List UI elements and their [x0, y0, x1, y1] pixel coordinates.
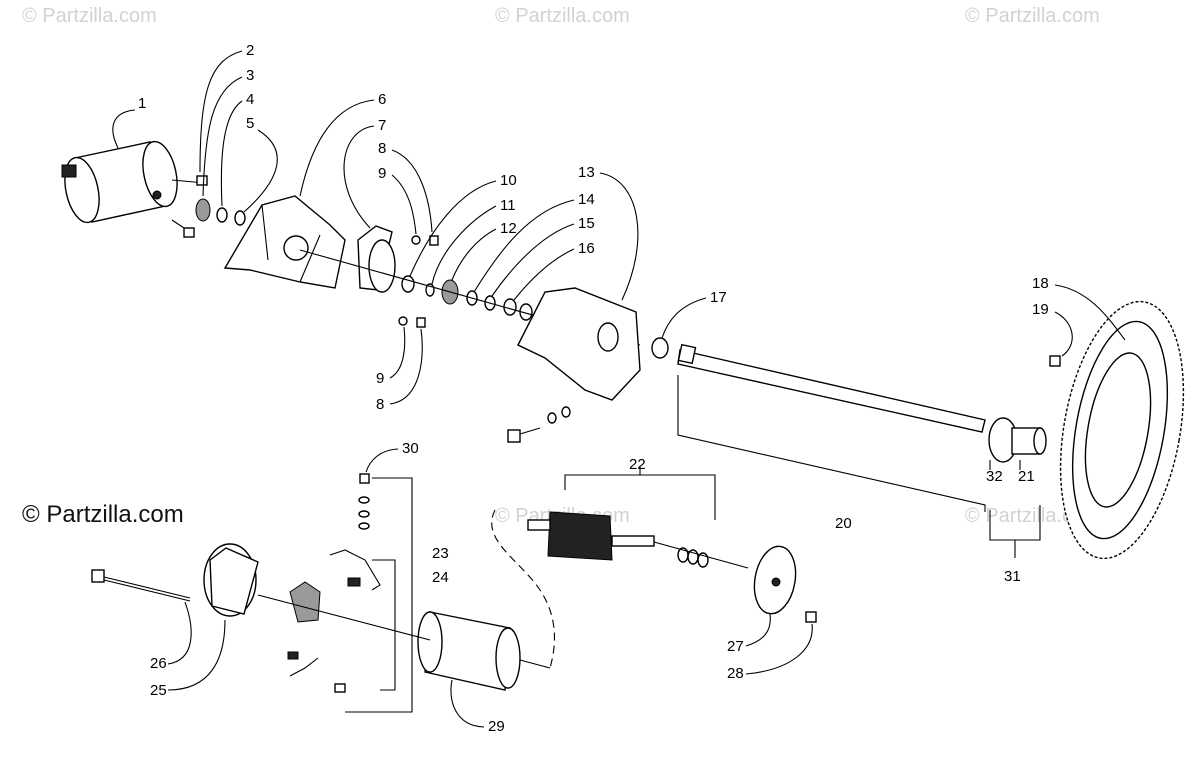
drive-gear[interactable]: [195, 198, 211, 222]
callout-24: 24: [432, 569, 449, 586]
callout-2: 2: [246, 42, 254, 59]
watermark-top-center: © Partzilla.com: [495, 5, 630, 27]
o-ring-5[interactable]: [234, 210, 246, 226]
callout-7: 7: [378, 117, 386, 134]
terminal-washer-3[interactable]: [358, 522, 370, 530]
callout-8a: 8: [378, 140, 386, 157]
callout-11: 11: [500, 197, 516, 214]
gasket-plate[interactable]: [357, 225, 396, 293]
callout-21: 21: [1018, 468, 1035, 485]
callout-20: 20: [835, 515, 852, 532]
callout-8b: 8: [376, 396, 384, 413]
callout-22: 22: [629, 456, 646, 473]
callout-3: 3: [246, 67, 254, 84]
callout-30: 30: [402, 440, 419, 457]
callout-4: 4: [246, 91, 254, 108]
support-bracket[interactable]: [517, 287, 641, 401]
dowel-pin-lower[interactable]: [183, 227, 195, 238]
callout-29: 29: [488, 718, 505, 735]
watermark-top-right: © Partzilla.com: [965, 5, 1100, 27]
callout-5: 5: [246, 115, 254, 132]
brush-spring-set-upper[interactable]: [329, 549, 381, 591]
callout-32: 32: [986, 468, 1003, 485]
callout-26: 26: [150, 655, 167, 672]
callout-31: 31: [1004, 568, 1021, 585]
dowel-pin-upper[interactable]: [196, 175, 208, 186]
callout-23: 23: [432, 545, 449, 562]
callout-17: 17: [710, 289, 727, 306]
callout-18: 18: [1032, 275, 1049, 292]
bushing-10[interactable]: [401, 275, 415, 293]
terminal-washer-1[interactable]: [358, 496, 370, 504]
bracket-bolt[interactable]: [507, 406, 571, 443]
yoke-housing[interactable]: [417, 611, 521, 691]
callout-28: 28: [727, 665, 744, 682]
end-cover[interactable]: [203, 543, 259, 617]
brush-holder[interactable]: [289, 581, 321, 623]
washer-9-upper[interactable]: [411, 235, 421, 245]
callout-25: 25: [150, 682, 167, 699]
callout-9b: 9: [376, 370, 384, 387]
nut-8-upper[interactable]: [429, 235, 439, 246]
watermark-main: © Partzilla.com: [22, 501, 184, 528]
starter-motor[interactable]: [59, 138, 182, 225]
bushing-17[interactable]: [651, 337, 669, 359]
callout-9a: 9: [378, 165, 386, 182]
ring-gear[interactable]: [1042, 292, 1200, 568]
washer-4[interactable]: [216, 207, 228, 223]
end-plate-nut[interactable]: [805, 611, 817, 623]
terminal-nut[interactable]: [359, 473, 370, 484]
pinion-gear[interactable]: [988, 417, 1047, 463]
mounting-bracket[interactable]: [223, 195, 346, 289]
callout-6: 6: [378, 91, 386, 108]
callout-10: 10: [500, 172, 517, 189]
callouts: 1 2 3 4 5 6 7 8 9 10 11 12 13 14 15 16 1…: [112, 42, 1126, 735]
pinion-shaft[interactable]: [677, 343, 986, 433]
terminal-washer-2[interactable]: [358, 510, 370, 518]
callout-15: 15: [578, 215, 595, 232]
callout-27: 27: [727, 638, 744, 655]
brush-spring-set-lower[interactable]: [287, 651, 346, 693]
callout-12: 12: [500, 220, 517, 237]
callout-1: 1: [138, 95, 146, 112]
through-bolt[interactable]: [91, 569, 191, 602]
armature[interactable]: [527, 511, 655, 561]
end-plate[interactable]: [749, 543, 800, 617]
callout-19: 19: [1032, 301, 1049, 318]
ring-gear-screw[interactable]: [1049, 355, 1061, 367]
nut-8-lower[interactable]: [416, 317, 426, 328]
callout-16: 16: [578, 240, 595, 257]
callout-14: 14: [578, 191, 595, 208]
watermark-top-left: © Partzilla.com: [22, 5, 157, 27]
washer-9-lower[interactable]: [398, 316, 408, 326]
callout-13: 13: [578, 164, 595, 181]
